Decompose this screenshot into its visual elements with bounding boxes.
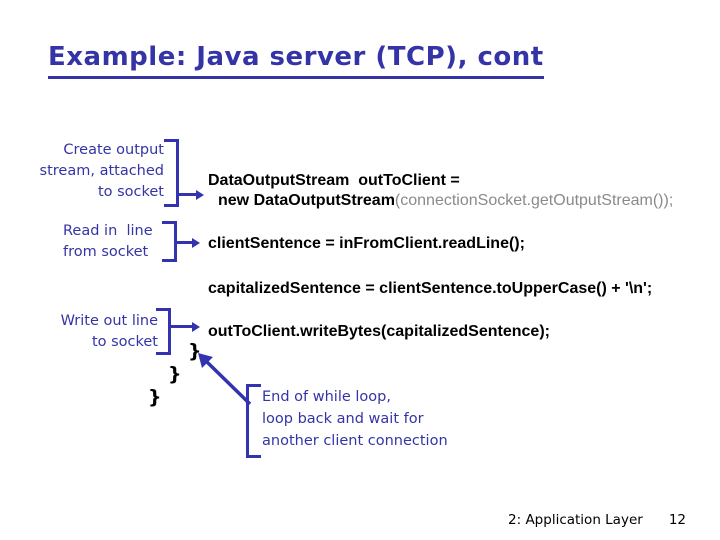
code-line: capitalizedSentence = clientSentence.toU… xyxy=(208,280,653,297)
bracket-right-icon xyxy=(156,308,171,355)
closing-brace: } xyxy=(148,386,162,408)
code-line: clientSentence = inFromClient.readLine()… xyxy=(208,235,525,252)
closing-brace: } xyxy=(168,363,182,385)
bracket-right-icon xyxy=(164,139,179,207)
footer-section-label: 2: Application Layer xyxy=(508,512,643,528)
arrow-right-icon xyxy=(176,237,200,248)
code-line: outToClient.writeBytes(capitalizedSenten… xyxy=(208,323,550,340)
arrow-up-left-icon xyxy=(198,353,252,406)
closing-brace: } xyxy=(188,340,202,362)
slide-title: Example: Java server (TCP), cont xyxy=(48,42,544,79)
code-line: new DataOutputStream(connectionSocket.ge… xyxy=(218,192,673,210)
slide-footer: 2: Application Layer 12 xyxy=(508,512,686,528)
code-line: DataOutputStream outToClient = xyxy=(208,172,460,189)
code-bold: new DataOutputStream xyxy=(218,192,395,209)
annotation-create-output-stream: Create output stream, attached to socket xyxy=(39,142,164,200)
code-gray: (connectionSocket.getOutputStream()); xyxy=(394,192,674,209)
arrow-right-icon xyxy=(178,189,204,200)
annotation-end-of-loop: End of while loop, loop back and wait fo… xyxy=(262,389,448,449)
bracket-right-icon xyxy=(162,221,177,262)
annotation-read-line: Read in line from socket xyxy=(63,223,153,260)
footer-page-number: 12 xyxy=(668,512,686,528)
bracket-left-icon xyxy=(246,384,261,458)
annotation-write-line: Write out line to socket xyxy=(60,313,158,350)
arrow-right-icon xyxy=(170,321,200,332)
